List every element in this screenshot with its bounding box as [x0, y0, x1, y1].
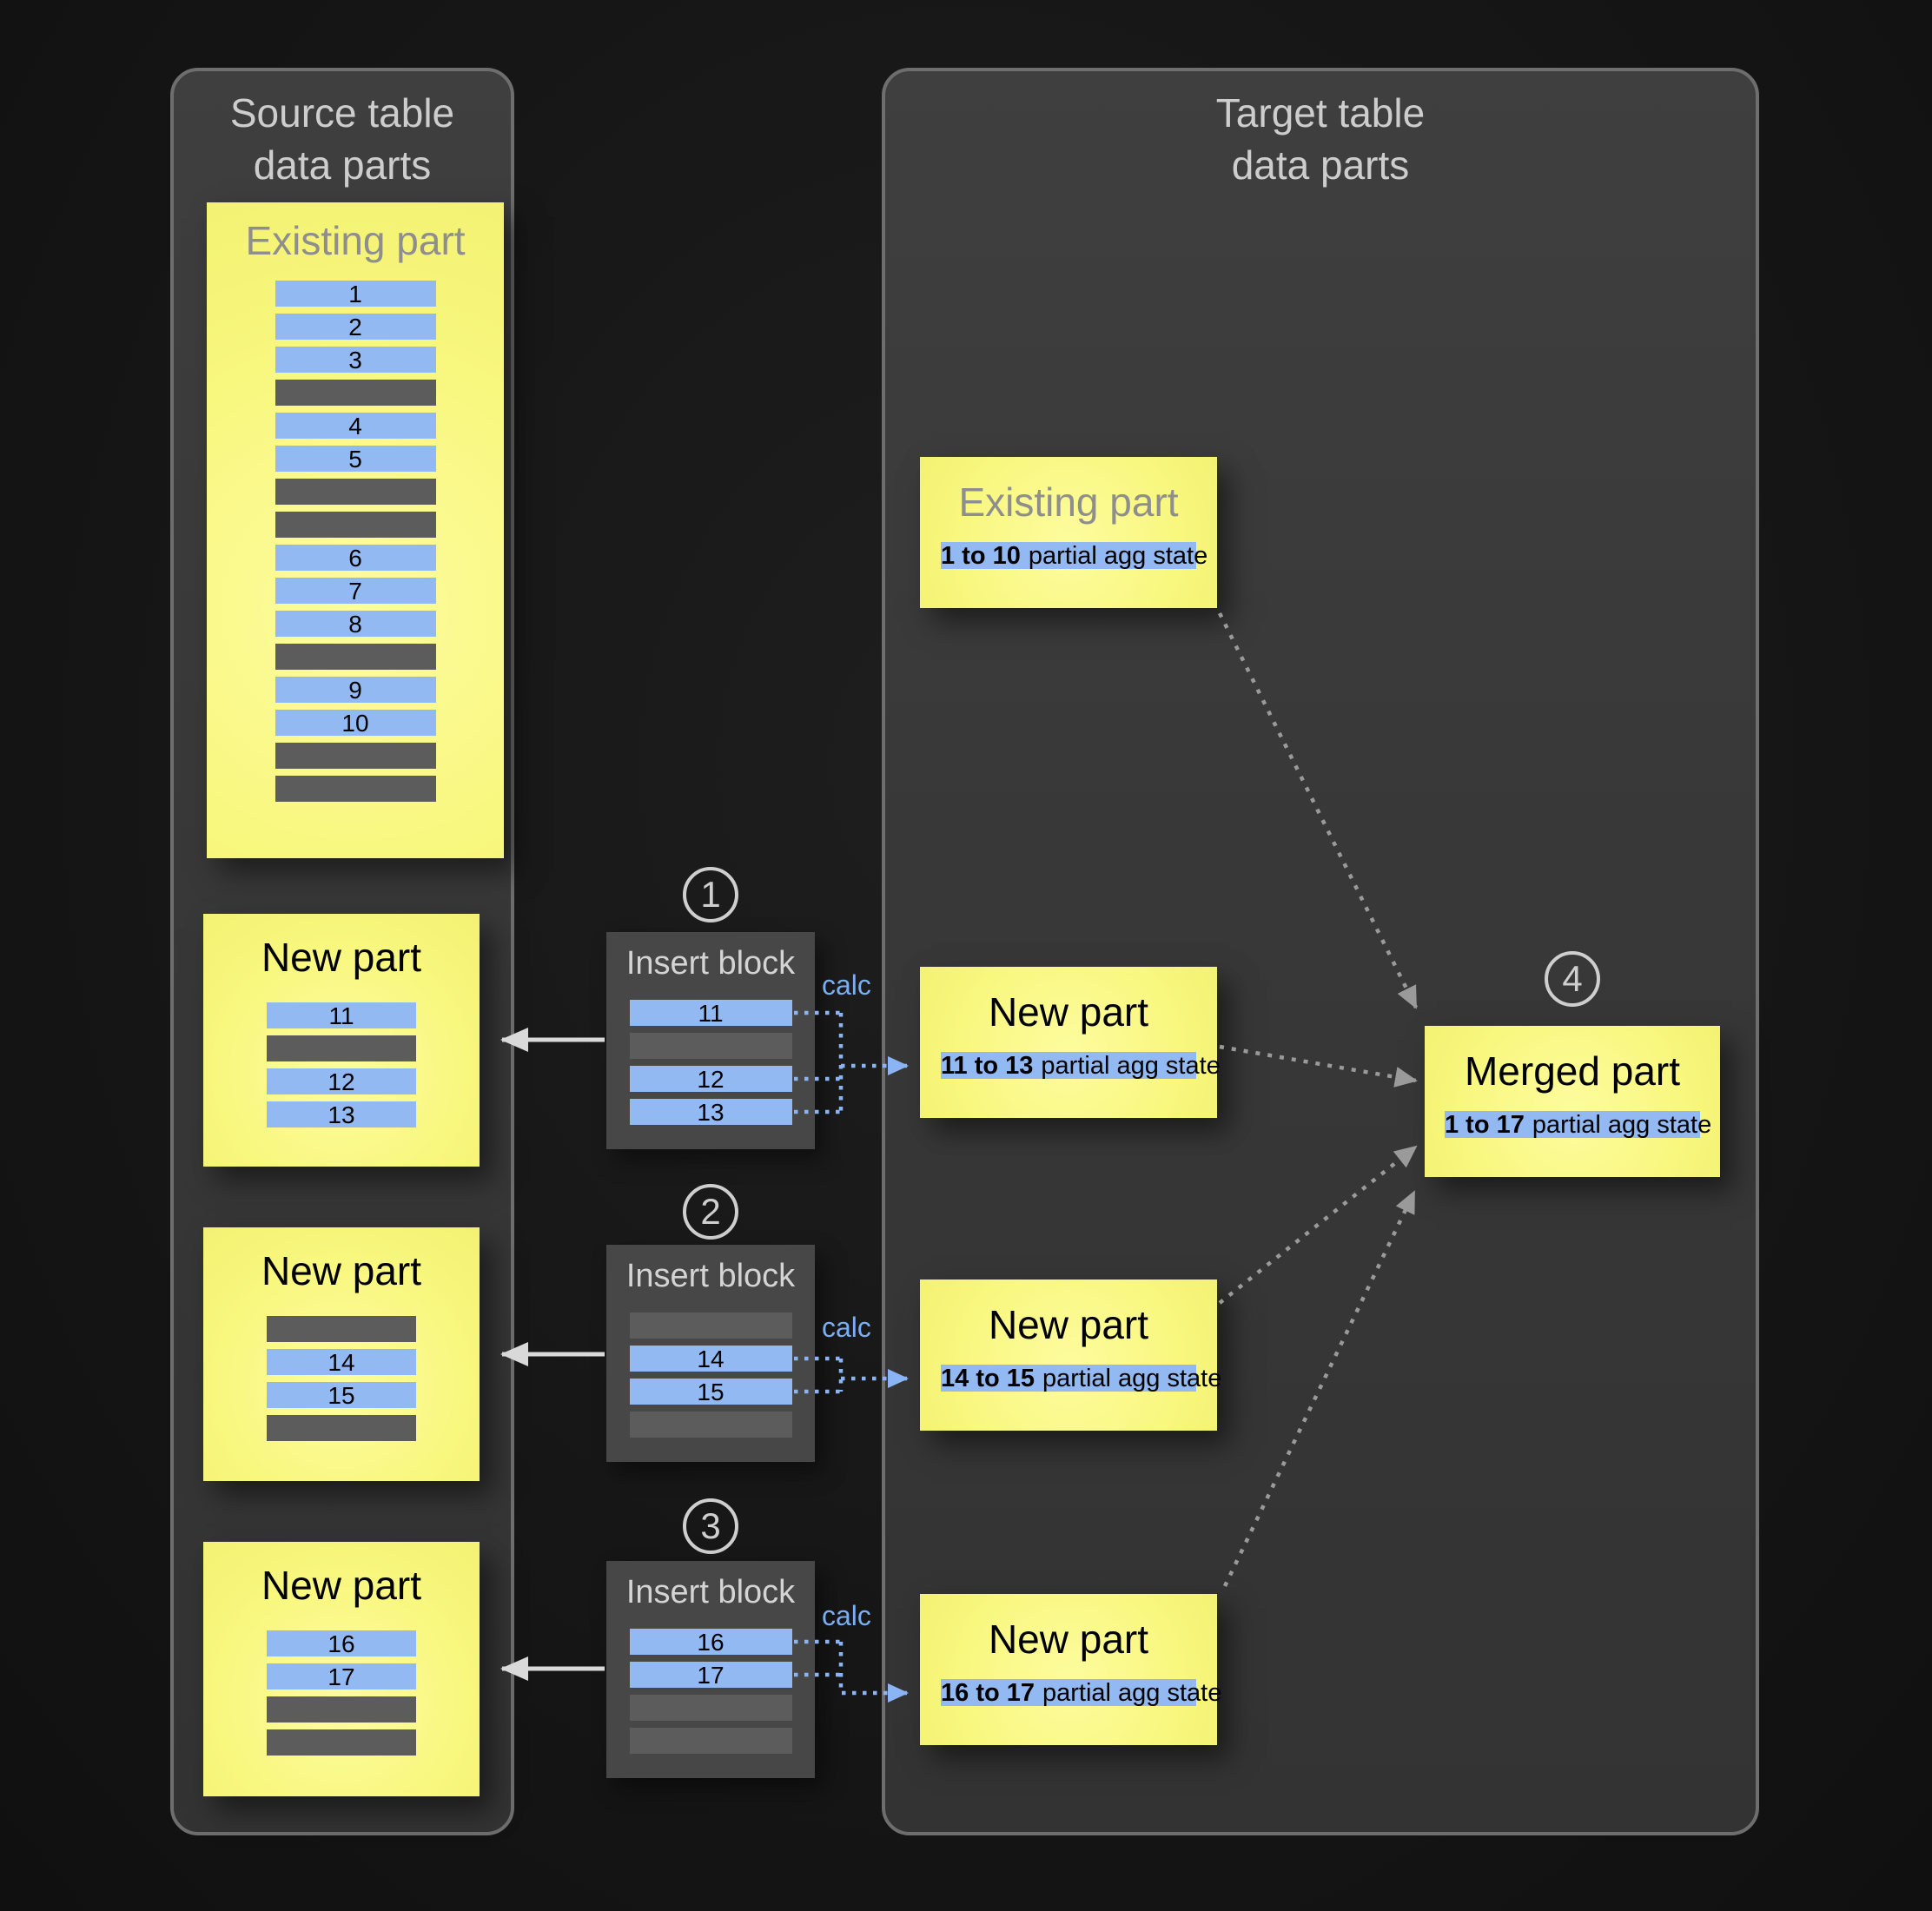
data-row: 1 — [275, 281, 436, 307]
data-row: 17 — [267, 1663, 416, 1690]
data-row — [629, 1313, 792, 1339]
data-row: 11 — [629, 1000, 792, 1027]
data-row — [275, 479, 436, 505]
data-row — [267, 1316, 416, 1342]
data-row — [629, 1728, 792, 1754]
insert-block-1-rows: 11 12 13 — [629, 1000, 792, 1126]
step-1-badge: 1 — [683, 867, 738, 922]
source-panel-title: Source table data parts — [229, 90, 455, 188]
insert-block-1: Insert block 11 12 13 — [606, 932, 815, 1149]
agg-range: 1 to 17 — [1445, 1111, 1525, 1139]
source-new-part-1-rows: 11 12 13 — [267, 1002, 416, 1128]
target-new-part-1-title: New part — [988, 989, 1149, 1035]
data-row: 12 — [629, 1066, 792, 1093]
agg-label: partial agg state — [1532, 1111, 1712, 1139]
calc-label-1: calc — [822, 969, 871, 1001]
data-row: 14 — [629, 1346, 792, 1372]
target-new-part-3-title: New part — [988, 1617, 1149, 1662]
agg-label: partial agg state — [1028, 542, 1208, 570]
data-row: 10 — [275, 710, 436, 737]
step-2-badge: 2 — [683, 1184, 738, 1240]
data-row: 16 — [267, 1630, 416, 1657]
data-row — [629, 1033, 792, 1059]
insert-block-1-title: Insert block — [625, 945, 796, 982]
data-row: 6 — [275, 545, 436, 572]
data-row: 11 — [267, 1002, 416, 1029]
target-panel-title: Target table data parts — [1215, 90, 1426, 188]
calc-label-3: calc — [822, 1600, 871, 1631]
data-row: 17 — [629, 1662, 792, 1689]
data-row: 8 — [275, 611, 436, 638]
data-row: 7 — [275, 578, 436, 605]
data-row — [275, 743, 436, 769]
data-row — [275, 644, 436, 670]
data-row — [267, 1729, 416, 1756]
step-3-badge: 3 — [683, 1498, 738, 1554]
insert-block-2-title: Insert block — [625, 1258, 796, 1294]
data-row: 9 — [275, 677, 436, 704]
data-row: 13 — [267, 1101, 416, 1128]
data-row: 14 — [267, 1349, 416, 1376]
target-new-part-2: New part 14 to 15 partial agg state — [920, 1280, 1221, 1431]
source-new-part-1: New part 11 12 13 — [203, 914, 480, 1167]
data-row — [267, 1415, 416, 1441]
data-row: 4 — [275, 413, 436, 440]
agg-label: partial agg state — [1042, 1679, 1222, 1707]
data-row: 15 — [267, 1382, 416, 1409]
data-row: 12 — [267, 1068, 416, 1095]
merged-part-title: Merged part — [1464, 1048, 1680, 1094]
target-new-part-2-title: New part — [988, 1302, 1149, 1347]
data-row — [275, 512, 436, 538]
source-existing-part: Existing part 1 2 3 4 5 6 7 8 9 10 — [207, 202, 504, 858]
data-row — [629, 1695, 792, 1721]
data-row — [267, 1035, 416, 1061]
agg-range: 14 to 15 — [941, 1365, 1035, 1392]
data-row: 15 — [629, 1379, 792, 1405]
insert-block-3-title: Insert block — [625, 1574, 796, 1610]
source-new-part-1-title: New part — [261, 935, 422, 980]
data-row: 5 — [275, 446, 436, 473]
target-existing-part-title: Existing part — [958, 479, 1179, 525]
data-row: 3 — [275, 347, 436, 374]
agg-state-bar: 14 to 15 partial agg state — [941, 1365, 1221, 1392]
source-existing-part-rows: 1 2 3 4 5 6 7 8 9 10 — [275, 281, 436, 802]
source-new-part-3-title: New part — [261, 1563, 422, 1608]
data-row — [275, 776, 436, 802]
source-new-part-2-title: New part — [261, 1248, 422, 1293]
data-row — [275, 380, 436, 406]
data-row: 16 — [629, 1629, 792, 1656]
agg-range: 16 to 17 — [941, 1679, 1035, 1707]
calc-label-2: calc — [822, 1312, 871, 1343]
data-row — [629, 1412, 792, 1438]
agg-range: 11 to 13 — [941, 1052, 1034, 1080]
target-panel: Target table data parts — [882, 68, 1759, 1835]
source-existing-part-title: Existing part — [245, 218, 466, 263]
data-row: 13 — [629, 1099, 792, 1126]
data-row — [267, 1696, 416, 1723]
insert-arrows — [500, 1028, 605, 1681]
agg-label: partial agg state — [1041, 1052, 1221, 1080]
agg-label: partial agg state — [1042, 1365, 1222, 1392]
agg-range: 1 to 10 — [941, 542, 1021, 570]
step-4-badge: 4 — [1545, 951, 1600, 1007]
data-row: 2 — [275, 314, 436, 341]
